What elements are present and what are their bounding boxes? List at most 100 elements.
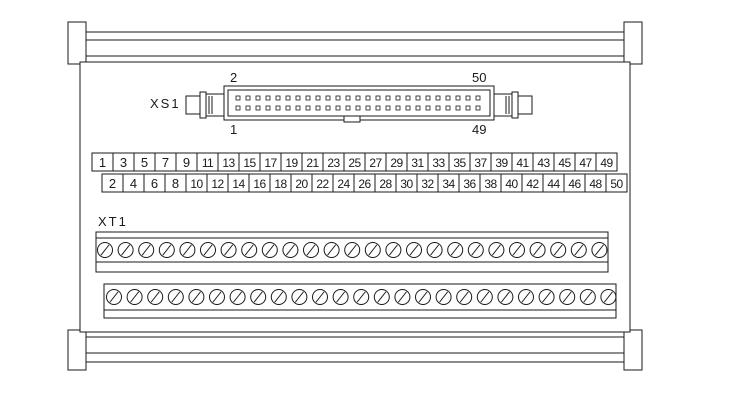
terminal-upper-screw-slot <box>368 244 378 256</box>
terminal-number-odd-label: 5 <box>141 155 148 170</box>
connector-pin <box>435 95 441 101</box>
terminal-number-odd-label: 37 <box>474 156 487 170</box>
terminal-lower-screw-slot <box>562 291 572 303</box>
din-rail-bottom <box>67 329 643 371</box>
terminal-upper-screw-slot <box>162 244 172 256</box>
terminal-number-even-label: 34 <box>442 177 455 191</box>
terminal-number-odd-label: 25 <box>348 156 361 170</box>
connector-pin <box>245 105 251 111</box>
connector-pins <box>235 95 481 111</box>
connector-pin <box>315 95 321 101</box>
connector-pin <box>385 95 391 101</box>
connector-pin <box>375 95 381 101</box>
terminal-upper-screw-slot <box>430 244 440 256</box>
terminal-number-even-label: 38 <box>484 177 497 191</box>
terminal-lower-screw-slot <box>150 291 160 303</box>
terminal-lower-screw-slot <box>377 291 387 303</box>
connector-pin <box>475 95 481 101</box>
connector-pin <box>395 105 401 111</box>
terminal-number-odd-label: 7 <box>162 155 169 170</box>
terminal-number-even-label: 6 <box>151 176 158 191</box>
connector-pin <box>445 105 451 111</box>
terminal-number-odd-label: 3 <box>120 155 127 170</box>
terminal-lower-screw-slot <box>109 291 119 303</box>
connector-pin <box>235 95 241 101</box>
terminal-lower-screw-slot <box>521 291 531 303</box>
connector-pin <box>285 105 291 111</box>
terminal-lower-screw-slot <box>439 291 449 303</box>
terminal-upper-screw-slot <box>121 244 131 256</box>
connector-xs1: XS1 2 50 1 49 <box>150 70 533 137</box>
connector-pin <box>285 95 291 101</box>
connector-pin <box>305 105 311 111</box>
terminal-upper-screw-slot <box>574 244 584 256</box>
terminal-number-odd-label: 31 <box>411 156 424 170</box>
connector-pin <box>335 105 341 111</box>
terminal-upper-screw-slot <box>203 244 213 256</box>
terminal-upper-screw-slot <box>285 244 295 256</box>
terminal-lower-screw-slot <box>397 291 407 303</box>
terminal-number-even-label: 44 <box>547 177 560 191</box>
terminal-lower-screw-slot <box>274 291 284 303</box>
terminal-lower-screw-slot <box>191 291 201 303</box>
terminal-number-odd-label: 19 <box>285 156 298 170</box>
connector-pin-top-right: 50 <box>472 70 486 85</box>
connector-pin-top-left: 2 <box>230 70 237 85</box>
terminal-upper-screw-slot <box>594 244 604 256</box>
terminal-lower-screw-slot <box>294 291 304 303</box>
connector-pin <box>415 95 421 101</box>
din-rail-top <box>67 21 643 65</box>
terminal-upper-screw-slot <box>471 244 481 256</box>
connector-pin <box>465 105 471 111</box>
terminal-number-odd-label: 21 <box>306 156 319 170</box>
terminal-number-odd-label: 13 <box>222 156 235 170</box>
terminal-lower-screw-slot <box>542 291 552 303</box>
terminal-upper-screw-slot <box>347 244 357 256</box>
terminal-block-xt1: XT1 <box>95 214 617 319</box>
terminal-number-even-label: 46 <box>568 177 581 191</box>
terminal-number-odd-label: 27 <box>369 156 382 170</box>
terminal-number-odd-label: 43 <box>537 156 550 170</box>
terminal-number-odd-label: 45 <box>558 156 571 170</box>
terminal-number-even-label: 14 <box>232 177 245 191</box>
terminal-upper-screw-slot <box>491 244 501 256</box>
connector-pin <box>355 95 361 101</box>
connector-pin <box>455 95 461 101</box>
connector-name: XS1 <box>150 96 181 111</box>
terminal-upper-screw-slot <box>244 244 254 256</box>
terminal-lower-screw-slot <box>315 291 325 303</box>
terminal-number-even-label: 2 <box>109 176 116 191</box>
terminal-number-even-label: 8 <box>172 176 179 191</box>
connector-pin <box>365 105 371 111</box>
terminal-upper-screw-slot <box>327 244 337 256</box>
connector-pin <box>415 105 421 111</box>
terminal-number-odd-label: 39 <box>495 156 508 170</box>
terminal-lower-screw-slot <box>480 291 490 303</box>
connector-pin <box>385 105 391 111</box>
terminal-number-odd-cell <box>595 152 618 172</box>
terminal-lower-screw-slot <box>356 291 366 303</box>
connector-pin <box>405 105 411 111</box>
terminal-number-even-label: 26 <box>358 177 371 191</box>
connector-pin <box>425 95 431 101</box>
connector-pin <box>245 95 251 101</box>
terminal-number-even-label: 12 <box>211 177 224 191</box>
terminal-number-odd-label: 23 <box>327 156 340 170</box>
connector-pin <box>345 95 351 101</box>
connector-pin <box>235 105 241 111</box>
terminal-block-name: XT1 <box>98 214 128 229</box>
terminal-number-even-label: 28 <box>379 177 392 191</box>
terminal-number-odd-label: 29 <box>390 156 403 170</box>
terminal-number-even-label: 18 <box>274 177 287 191</box>
terminal-number-even-label: 50 <box>610 177 623 191</box>
terminal-number-odd-label: 49 <box>600 156 613 170</box>
connector-pin <box>335 95 341 101</box>
terminal-lower-screw-slot <box>500 291 510 303</box>
terminal-upper-screw-slot <box>182 244 192 256</box>
terminal-number-even-label: 10 <box>190 177 203 191</box>
terminal-number-odd-label: 11 <box>202 156 214 170</box>
terminal-lower-screw-slot <box>212 291 222 303</box>
terminal-number-even-label: 40 <box>505 177 518 191</box>
